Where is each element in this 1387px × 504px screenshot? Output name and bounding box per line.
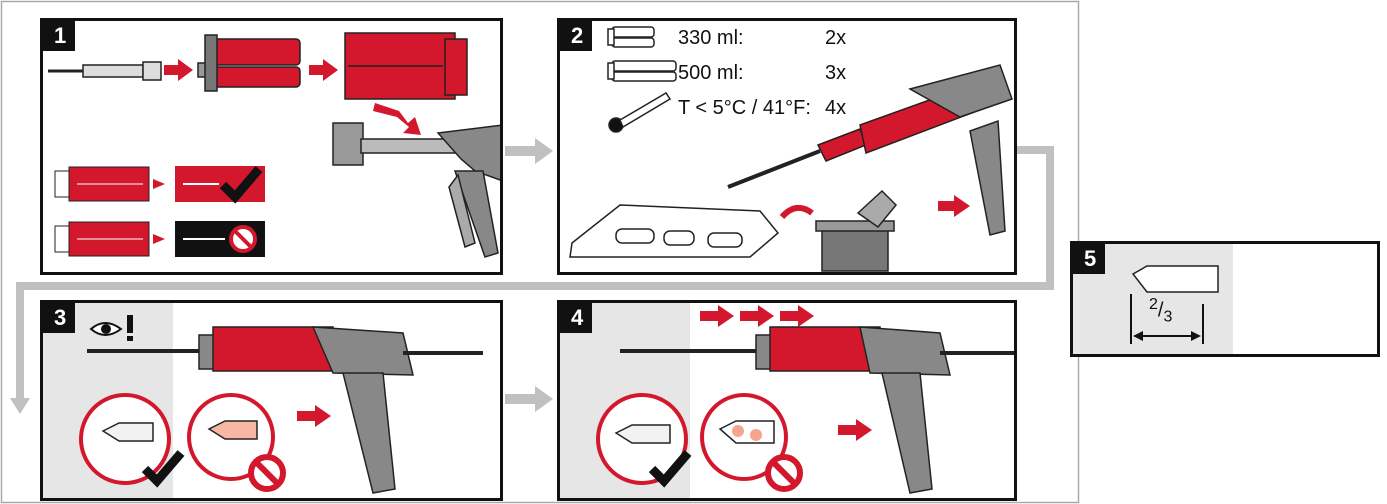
flow-arrow-2-3 bbox=[16, 146, 1054, 398]
step-5-illustration bbox=[1073, 244, 1233, 354]
step-1-illustration bbox=[48, 32, 500, 258]
spec-row-1-count: 2x bbox=[825, 27, 847, 49]
step-1-panel: 1 bbox=[40, 18, 503, 275]
step-5-panel: 5 2/3 bbox=[1070, 241, 1380, 357]
mixer-nozzle-icon bbox=[48, 61, 162, 81]
dispenser-icon bbox=[727, 64, 1013, 236]
push-arrows-icon bbox=[700, 305, 814, 327]
red-arrow-icon bbox=[164, 59, 193, 81]
correct-fill-detail-icon bbox=[596, 393, 692, 488]
step-4-illustration bbox=[560, 303, 1014, 498]
foil-cartridge-icon bbox=[197, 34, 301, 92]
step-2-illustration bbox=[569, 26, 1013, 272]
step-4-panel: 4 bbox=[557, 300, 1017, 501]
step-3-panel: 3 bbox=[40, 300, 503, 501]
depth-fraction: 2/3 bbox=[1149, 296, 1172, 327]
step-number: 2 bbox=[560, 21, 593, 51]
step-number: 1 bbox=[43, 21, 76, 51]
inspect-eye-icon bbox=[89, 315, 133, 341]
thermometer-icon bbox=[608, 91, 672, 133]
fraction-slash: / bbox=[1157, 299, 1164, 322]
step-number: 5 bbox=[1073, 244, 1106, 274]
incorrect-fill-detail-icon bbox=[187, 393, 286, 492]
flow-arrow-3-4 bbox=[505, 386, 553, 412]
fraction-numerator: 2 bbox=[1149, 296, 1158, 313]
spec-row-3-size: T < 5°C / 41°F: bbox=[678, 97, 811, 119]
red-arrow-icon bbox=[938, 195, 970, 217]
empty-foil-pack-icon bbox=[569, 204, 780, 258]
incorrect-insertion-icon bbox=[54, 221, 265, 257]
step-number: 4 bbox=[560, 303, 593, 333]
cartridge-holder-icon bbox=[344, 32, 468, 100]
spec-row-1-size: 330 ml: bbox=[678, 27, 744, 49]
trash-bin-icon bbox=[815, 189, 898, 272]
step-3-illustration bbox=[43, 303, 483, 498]
red-arrow-icon bbox=[838, 419, 872, 441]
drill-hole bbox=[1131, 265, 1219, 293]
spec-row-3-count: 4x bbox=[825, 97, 847, 119]
fraction-denominator: 3 bbox=[1163, 308, 1173, 326]
step-2-panel: 2 bbox=[557, 18, 1017, 275]
flow-arrow-1-2 bbox=[505, 138, 553, 164]
dispenser-icon bbox=[332, 122, 500, 258]
red-arrow-icon bbox=[297, 405, 331, 427]
dispenser-icon bbox=[87, 326, 483, 494]
insert-arrow-icon bbox=[373, 103, 421, 135]
depth-dimension-arrow bbox=[1130, 294, 1204, 344]
incorrect-fill-detail-icon bbox=[700, 393, 803, 492]
correct-insertion-icon bbox=[54, 166, 265, 204]
dispose-arrow-icon bbox=[779, 204, 814, 220]
red-arrow-icon bbox=[309, 59, 338, 81]
step-number: 3 bbox=[43, 303, 76, 333]
small-cartridge-icon bbox=[607, 26, 655, 48]
spec-row-2-count: 3x bbox=[825, 62, 847, 84]
dispenser-icon bbox=[620, 326, 1014, 494]
large-cartridge-icon bbox=[607, 60, 677, 82]
flow-arrow-head-3 bbox=[10, 398, 30, 414]
correct-fill-detail-icon bbox=[79, 393, 185, 488]
spec-row-2-size: 500 ml: bbox=[678, 62, 744, 84]
